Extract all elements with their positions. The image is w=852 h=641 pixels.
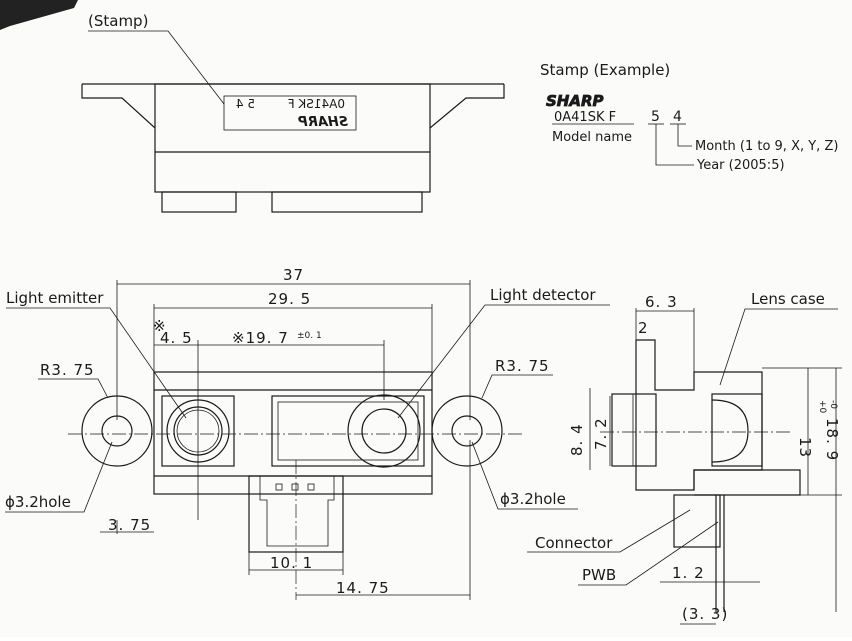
stamp-box (223, 95, 357, 131)
left-flange (81, 84, 156, 129)
year-label: Year (2005:5) (696, 158, 785, 173)
connector-leader (527, 509, 691, 553)
detector-window (271, 395, 425, 467)
month-leader (677, 124, 692, 147)
emitter-window (161, 395, 235, 467)
detector-lens-outer (347, 394, 421, 468)
year-leader (655, 124, 694, 166)
pwb-leader (578, 521, 719, 586)
stamp-example: Stamp (Example) SHARP 0A41SK F 5 4 Model… (540, 61, 838, 173)
stamp-label: (Stamp) (88, 12, 148, 30)
emitter-lens-inner (173, 406, 223, 456)
dim-tol-plus: +0 (817, 400, 827, 414)
stamp-date-mirrored: 5 4 (236, 97, 255, 111)
stamp-model-mirrored: 0A41SK F (288, 97, 345, 111)
light-emitter-label: Light emitter (6, 289, 104, 307)
left-radius-leader (38, 378, 109, 399)
side-lens-block (611, 393, 657, 467)
dim-top-width: 6. 3 (645, 293, 678, 311)
stamp-brand-mirrored: SHARP (298, 115, 348, 130)
connector-pin-2 (291, 483, 299, 491)
pwb-label: PWB (582, 566, 616, 584)
dim-lens-spacing: ※19. 7 (232, 329, 289, 347)
dim-pwb-thickness: 1. 2 (672, 564, 705, 582)
connector-label: Connector (535, 534, 613, 552)
left-hole-leader (5, 441, 113, 513)
right-hole-label: ϕ3.2hole (500, 490, 566, 508)
side-connector (673, 494, 721, 548)
detector-lens-inner (361, 408, 407, 454)
connector-housing (259, 476, 335, 547)
dim-bottom-left: 3. 75 (108, 516, 151, 534)
corner-mark (0, 0, 78, 30)
dim-height-total: 18. 9 (823, 418, 841, 461)
dim-hole-span: 29. 5 (268, 290, 311, 308)
right-ear-outer (431, 395, 503, 467)
dim-connector-offset: 14. 75 (336, 579, 390, 597)
foot-left (161, 191, 237, 213)
dim-height-left: 8. 4 (568, 423, 586, 456)
light-detector-leader (397, 304, 610, 419)
foot-right (271, 191, 423, 213)
example-month-digit: 4 (673, 109, 682, 125)
front-view: 37 29. 5 ※ 4. 5 ※19. 7 ±0. 1 (5, 266, 610, 600)
example-year-digit: 5 (651, 109, 660, 125)
dim-edge-to-center: 4. 5 (160, 329, 193, 347)
light-emitter-leader (6, 307, 187, 419)
dim-height-13: 13 (796, 437, 814, 458)
right-radius-label: R3. 75 (495, 357, 550, 375)
emitter-lens-outer (166, 399, 230, 463)
left-ear-outer (81, 395, 153, 467)
example-model-code: 0A41SK F (554, 110, 616, 125)
connector-pin-1 (275, 483, 283, 491)
side-profile (635, 339, 763, 491)
connector-pin-3 (307, 483, 315, 491)
lens-case-label: Lens case (751, 290, 825, 308)
corner-note-mark: ※ (153, 317, 167, 335)
emitter-lens-core (176, 409, 220, 453)
dim-connector-width: 10. 1 (270, 554, 313, 572)
side-view: 6. 3 2 8. 4 7. 2 13 18. 9 +0 -0 Lens cas… (527, 290, 842, 625)
model-name-label: Model name (552, 130, 632, 145)
light-detector-label: Light detector (490, 286, 596, 304)
dim-step: 2 (638, 319, 649, 337)
right-mount-hole (451, 415, 483, 447)
left-hole-label: ϕ3.2hole (5, 493, 71, 511)
month-label: Month (1 to 9, X, Y, Z) (695, 139, 838, 154)
sharp-logo: SHARP (546, 92, 604, 110)
side-lens-dome (711, 399, 749, 463)
detector-window-inner (277, 401, 419, 461)
lens-case-leader (719, 308, 838, 386)
dim-overall-width: 37 (283, 266, 304, 284)
right-hole-leader (471, 441, 578, 510)
right-radius-leader (481, 374, 553, 399)
stamp-example-title: Stamp (Example) (540, 61, 670, 79)
left-radius-label: R3. 75 (40, 361, 95, 379)
dim-tol-minus: -0 (828, 400, 838, 409)
dim-lens-spacing-tol: ±0. 1 (297, 331, 322, 341)
right-flange (429, 84, 505, 129)
side-pwb-top (693, 469, 801, 496)
side-lens-case (711, 393, 763, 467)
stamp-top-view: 0A41SK F 5 4 SHARP (Stamp) (0, 0, 505, 213)
left-mount-hole (101, 415, 133, 447)
stamp-leader (88, 30, 225, 105)
dim-bottom-ref: (3. 3) (682, 605, 728, 623)
dim-height-inner: 7. 2 (592, 417, 610, 450)
